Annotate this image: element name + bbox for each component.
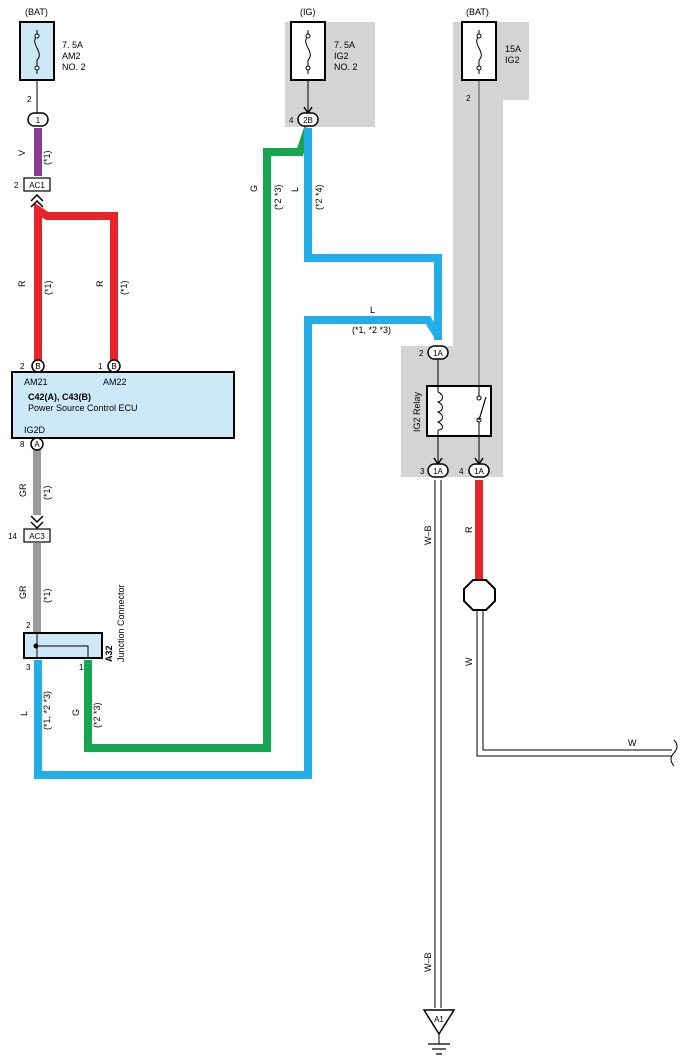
ecu-ig2d-no: 8 bbox=[20, 440, 25, 449]
wire-gr1-note: (*1) bbox=[42, 485, 52, 500]
ig2-no2-sub: NO. 2 bbox=[334, 62, 358, 72]
wire-gr2-note: (*1) bbox=[42, 588, 52, 603]
wire-g-jc-note: (*2 *3) bbox=[92, 702, 102, 728]
wire-r2-note: (*1) bbox=[119, 280, 129, 295]
ecu-term-b-1: B bbox=[31, 359, 45, 373]
svg-text:1A: 1A bbox=[433, 349, 443, 358]
ecu-pin-am21: AM21 bbox=[24, 377, 48, 387]
wire-w-b bbox=[482, 607, 672, 751]
connector-2b: 2B bbox=[297, 106, 319, 127]
wire-l-jc-label: L bbox=[19, 711, 29, 716]
am2-pin: 2 bbox=[27, 95, 32, 104]
junction-pin-in: 2 bbox=[26, 621, 31, 630]
ecu-term-b-2: B bbox=[107, 359, 121, 373]
wire-v-note: (*1) bbox=[42, 150, 52, 165]
ig2-source: (BAT) bbox=[466, 7, 489, 17]
am2-name: AM2 bbox=[62, 51, 81, 61]
fuse-am2 bbox=[19, 21, 55, 113]
ig2-no2-source: (IG) bbox=[300, 7, 316, 17]
wire-r1-note: (*1) bbox=[43, 280, 53, 295]
ecu-pin-am22: AM22 bbox=[103, 377, 127, 387]
svg-text:AC3: AC3 bbox=[29, 532, 45, 541]
ecu-code: C42(A), C43(B) bbox=[28, 392, 91, 402]
ecu-pin-ig2d: IG2D bbox=[24, 425, 46, 435]
wire-g-top-note: (*2 *3) bbox=[273, 184, 283, 210]
am2-source: (BAT) bbox=[25, 7, 48, 17]
relay-in-pin: 2 bbox=[419, 349, 424, 358]
wire-blue-loop bbox=[34, 316, 442, 779]
relay-out2-pin: 4 bbox=[459, 467, 464, 476]
wire-gr2-label: GR bbox=[18, 585, 28, 599]
svg-text:2B: 2B bbox=[303, 116, 313, 125]
junction-pin-l: 3 bbox=[26, 663, 31, 672]
svg-text:B: B bbox=[35, 362, 40, 371]
ground-symbol: A1 bbox=[422, 1009, 456, 1055]
junction-code: A32 bbox=[104, 645, 114, 662]
wire-w-h-label: W bbox=[628, 738, 637, 748]
relay-name: IG2 Relay bbox=[412, 391, 422, 432]
wire-wb1-label: W–B bbox=[423, 525, 433, 545]
fuse-ig2-no2 bbox=[290, 21, 326, 113]
relay-out2-connector: 1A bbox=[468, 457, 490, 478]
ecu-name: Power Source Control ECU bbox=[28, 403, 138, 413]
connector-2b-pin: 4 bbox=[289, 116, 294, 125]
svg-text:1A: 1A bbox=[474, 467, 484, 476]
ig2-rating: 15A bbox=[505, 44, 521, 54]
wire-w-break bbox=[670, 739, 678, 767]
relay-in-connector: 1A bbox=[427, 345, 449, 360]
wire-v-label: V bbox=[17, 150, 27, 156]
ecu-am22-no: 1 bbox=[98, 362, 103, 371]
relay-box bbox=[426, 385, 492, 437]
bat-wire-shade bbox=[453, 100, 503, 346]
wire-l-top-note: (*2 *4) bbox=[314, 184, 324, 210]
junction-connector bbox=[23, 632, 103, 659]
splice-octagon bbox=[463, 579, 496, 611]
am2-sub: NO. 2 bbox=[62, 62, 86, 72]
wire-g-jc-label: G bbox=[71, 709, 81, 716]
fuse-ig2 bbox=[461, 21, 497, 81]
ig2-pin: 2 bbox=[466, 94, 471, 103]
svg-text:A1: A1 bbox=[434, 1015, 444, 1024]
wire-r1-label: R bbox=[17, 280, 27, 287]
wire-green bbox=[84, 126, 312, 752]
junction-pin-g: 1 bbox=[79, 663, 84, 672]
wire-w-a bbox=[476, 607, 672, 757]
wire-l-mid-label: L bbox=[370, 305, 375, 315]
ecu-box bbox=[11, 371, 235, 439]
ecu-am21-no: 2 bbox=[20, 362, 25, 371]
wire-r2-label: R bbox=[95, 280, 105, 287]
wire-wb2-label: W–B bbox=[423, 952, 433, 972]
svg-text:1: 1 bbox=[36, 116, 41, 125]
wire-r-out-label: R bbox=[464, 526, 474, 533]
relay-out1-connector: 1A bbox=[427, 457, 449, 478]
wire-l-mid-note: (*1, *2 *3) bbox=[352, 325, 391, 335]
ecu-term-a: A bbox=[30, 437, 44, 451]
wire-l-jc-note: (*1, *2 *3) bbox=[42, 691, 52, 730]
connector-ac3: AC3 bbox=[23, 515, 51, 543]
junction-name: Junction Connector bbox=[116, 584, 126, 662]
connector-ac1: AC1 bbox=[23, 177, 51, 208]
svg-text:A: A bbox=[34, 440, 40, 449]
am2-rating: 7. 5A bbox=[62, 40, 83, 50]
svg-text:AC1: AC1 bbox=[29, 181, 45, 190]
wire-red bbox=[34, 202, 118, 362]
wire-blue-top bbox=[304, 128, 442, 340]
ac1-pin: 2 bbox=[14, 181, 19, 190]
wire-w-out-label: W bbox=[464, 657, 474, 666]
ig2-name: IG2 bbox=[505, 55, 520, 65]
wire-gr1-label: GR bbox=[18, 483, 28, 497]
svg-text:1A: 1A bbox=[433, 467, 443, 476]
relay-out1-pin: 3 bbox=[420, 467, 425, 476]
connector-1: 1 bbox=[27, 112, 49, 127]
ig2-no2-rating: 7. 5A bbox=[334, 40, 355, 50]
wire-g-top-label: G bbox=[249, 185, 259, 192]
svg-text:B: B bbox=[111, 362, 116, 371]
wire-l-top-label: L bbox=[290, 187, 300, 192]
ig2-no2-name: IG2 bbox=[334, 51, 349, 61]
ac3-pin: 14 bbox=[8, 532, 17, 541]
